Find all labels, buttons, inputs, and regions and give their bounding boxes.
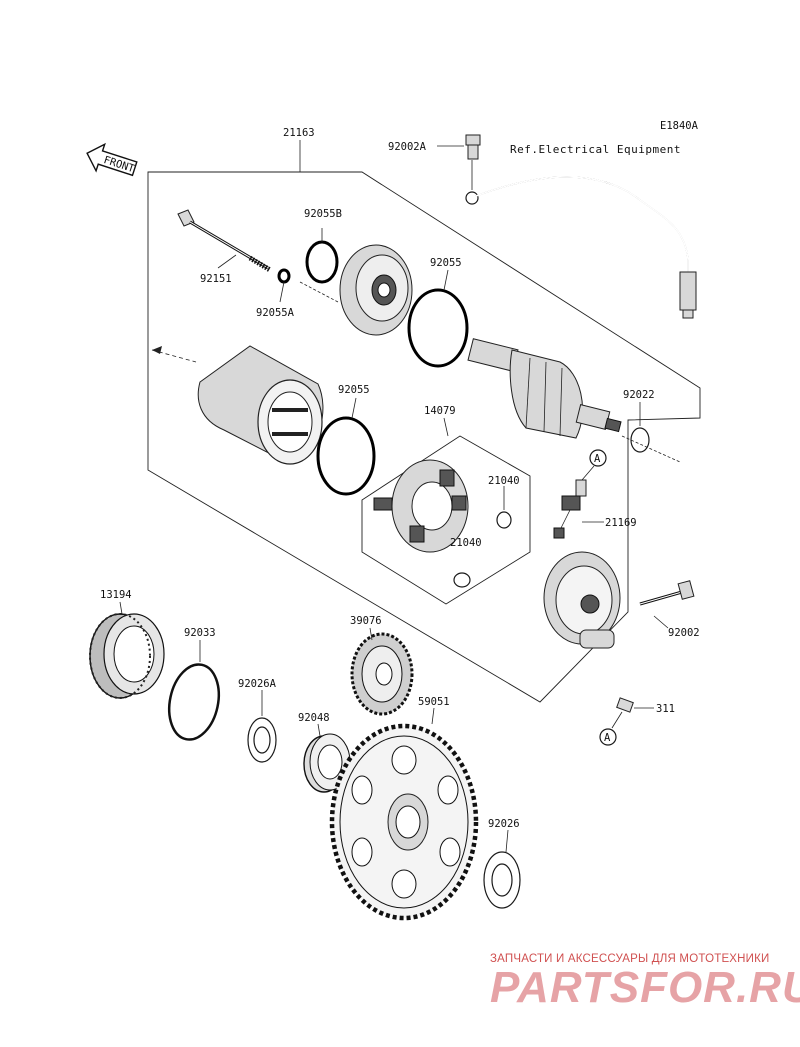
- label-13194: 13194: [100, 589, 132, 601]
- brush-plate-outline-14079: [361, 435, 531, 605]
- label-92022: 92022: [623, 389, 655, 401]
- label-92026: 92026: [488, 818, 520, 830]
- label-21040-lower: 21040: [450, 537, 482, 549]
- label-92048: 92048: [298, 712, 330, 724]
- label-14079: 14079: [424, 405, 456, 417]
- o-ring-92055-upper: [407, 288, 469, 368]
- bolt-92002A: [465, 134, 481, 160]
- front-arrow-icon: FRONT: [86, 142, 138, 177]
- terminal-21169: [553, 465, 595, 539]
- washer-92026: [483, 851, 521, 909]
- o-ring-92055A: [277, 268, 291, 284]
- label-92002: 92002: [668, 627, 700, 639]
- label-92151: 92151: [200, 273, 232, 285]
- brush-holder-14079: [373, 459, 469, 553]
- label-59051: 59051: [418, 696, 450, 708]
- o-ring-92055B: [305, 240, 339, 284]
- electrical-cable: [465, 160, 697, 319]
- watermark-tagline: ЗАПЧАСТИ И АКСЕССУАРЫ ДЛЯ МОТОТЕХНИКИ: [490, 953, 770, 965]
- reference-electrical-equipment: Ref.Electrical Equipment: [510, 143, 681, 156]
- label-92033: 92033: [184, 627, 216, 639]
- motor-yoke: [197, 345, 324, 465]
- idle-gear-39076: [350, 632, 414, 716]
- label-21163: 21163: [283, 127, 315, 139]
- armature: [467, 338, 622, 439]
- marker-a-upper: [589, 449, 607, 467]
- brush-spring-lower: [453, 572, 471, 588]
- label-92026A: 92026A: [238, 678, 277, 690]
- label-21040-upper: 21040: [488, 475, 520, 487]
- label-92055B: 92055B: [304, 208, 342, 220]
- through-bolt-92151: [177, 209, 272, 273]
- front-cover: [339, 244, 413, 336]
- washer-92026A: [247, 717, 277, 763]
- brush-spring-upper: [496, 511, 512, 529]
- label-92055-middle: 92055: [338, 384, 370, 396]
- diagram-code: E1840A: [660, 120, 699, 132]
- marker-a-upper-label: A: [594, 453, 601, 465]
- label-311: 311: [656, 703, 675, 715]
- assembly-outline-21163: [147, 171, 701, 703]
- bolt-92002: [639, 580, 695, 606]
- snap-ring-92033: [167, 663, 221, 741]
- label-92055-upper: 92055: [430, 257, 462, 269]
- washer-92022: [630, 427, 650, 453]
- starter-clutch-13194: [89, 613, 165, 699]
- watermark-brand-logo: PARTSFOR.RU: [490, 963, 800, 1012]
- marker-a-lower-label: A: [604, 732, 611, 744]
- label-92055A: 92055A: [256, 307, 295, 319]
- label-21169: 21169: [605, 517, 637, 529]
- label-92002A: 92002A: [388, 141, 427, 153]
- o-ring-92055-middle: [316, 416, 376, 496]
- part-311: [616, 697, 634, 713]
- rear-cover: [543, 551, 621, 649]
- label-39076: 39076: [350, 615, 382, 627]
- starter-gear-59051: [329, 723, 479, 921]
- marker-a-lower: [599, 728, 617, 746]
